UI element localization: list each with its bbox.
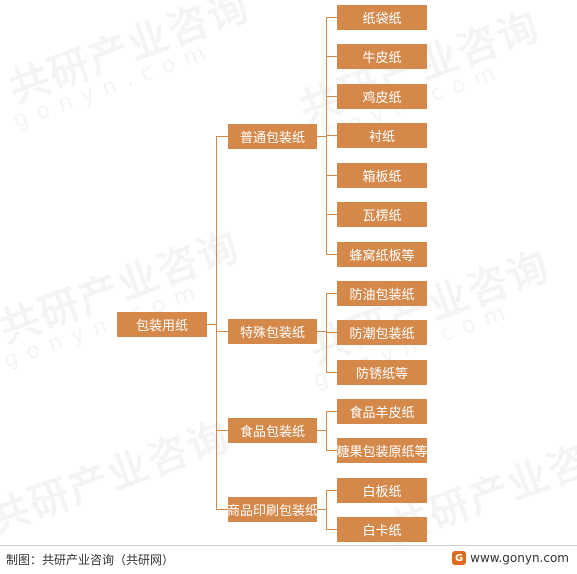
leaf-node: 白板纸: [337, 478, 427, 503]
leaf-node: 防油包装纸: [337, 281, 427, 306]
footer-divider: [0, 545, 577, 546]
group-node-general: 普通包装纸: [228, 124, 317, 149]
leaf-node: 白卡纸: [337, 517, 427, 542]
leaf-node: 蜂窝纸板等: [337, 242, 427, 267]
watermark-brand: 共研产业咨询: [0, 413, 236, 543]
group-node-special: 特殊包装纸: [228, 319, 317, 344]
footer-site: G www.gonyn.com: [452, 551, 569, 565]
leaf-node: 食品羊皮纸: [337, 399, 427, 424]
leaf-node: 鸡皮纸: [337, 84, 427, 109]
footer-credit: 制图：共研产业咨询（共研网）: [6, 553, 175, 567]
leaf-node: 牛皮纸: [337, 44, 427, 69]
gonyn-logo-icon: G: [452, 551, 467, 565]
group-node-print: 商品印刷包装纸: [227, 497, 318, 522]
watermark-site: gonyn.com: [10, 37, 219, 134]
footer-site-url: www.gonyn.com: [470, 551, 569, 565]
group-node-food: 食品包装纸: [228, 418, 317, 443]
leaf-node: 箱板纸: [337, 163, 427, 188]
root-node: 包装用纸: [117, 312, 207, 337]
leaf-node: 糖果包装原纸等: [337, 438, 428, 463]
leaf-node: 防锈纸等: [337, 360, 427, 385]
leaf-node: 衬纸: [337, 123, 427, 148]
watermark-brand: 共研产业咨询: [3, 0, 256, 113]
leaf-node: 纸袋纸: [337, 5, 427, 30]
leaf-node: 防潮包装纸: [337, 320, 427, 345]
leaf-node: 瓦楞纸: [337, 202, 427, 227]
